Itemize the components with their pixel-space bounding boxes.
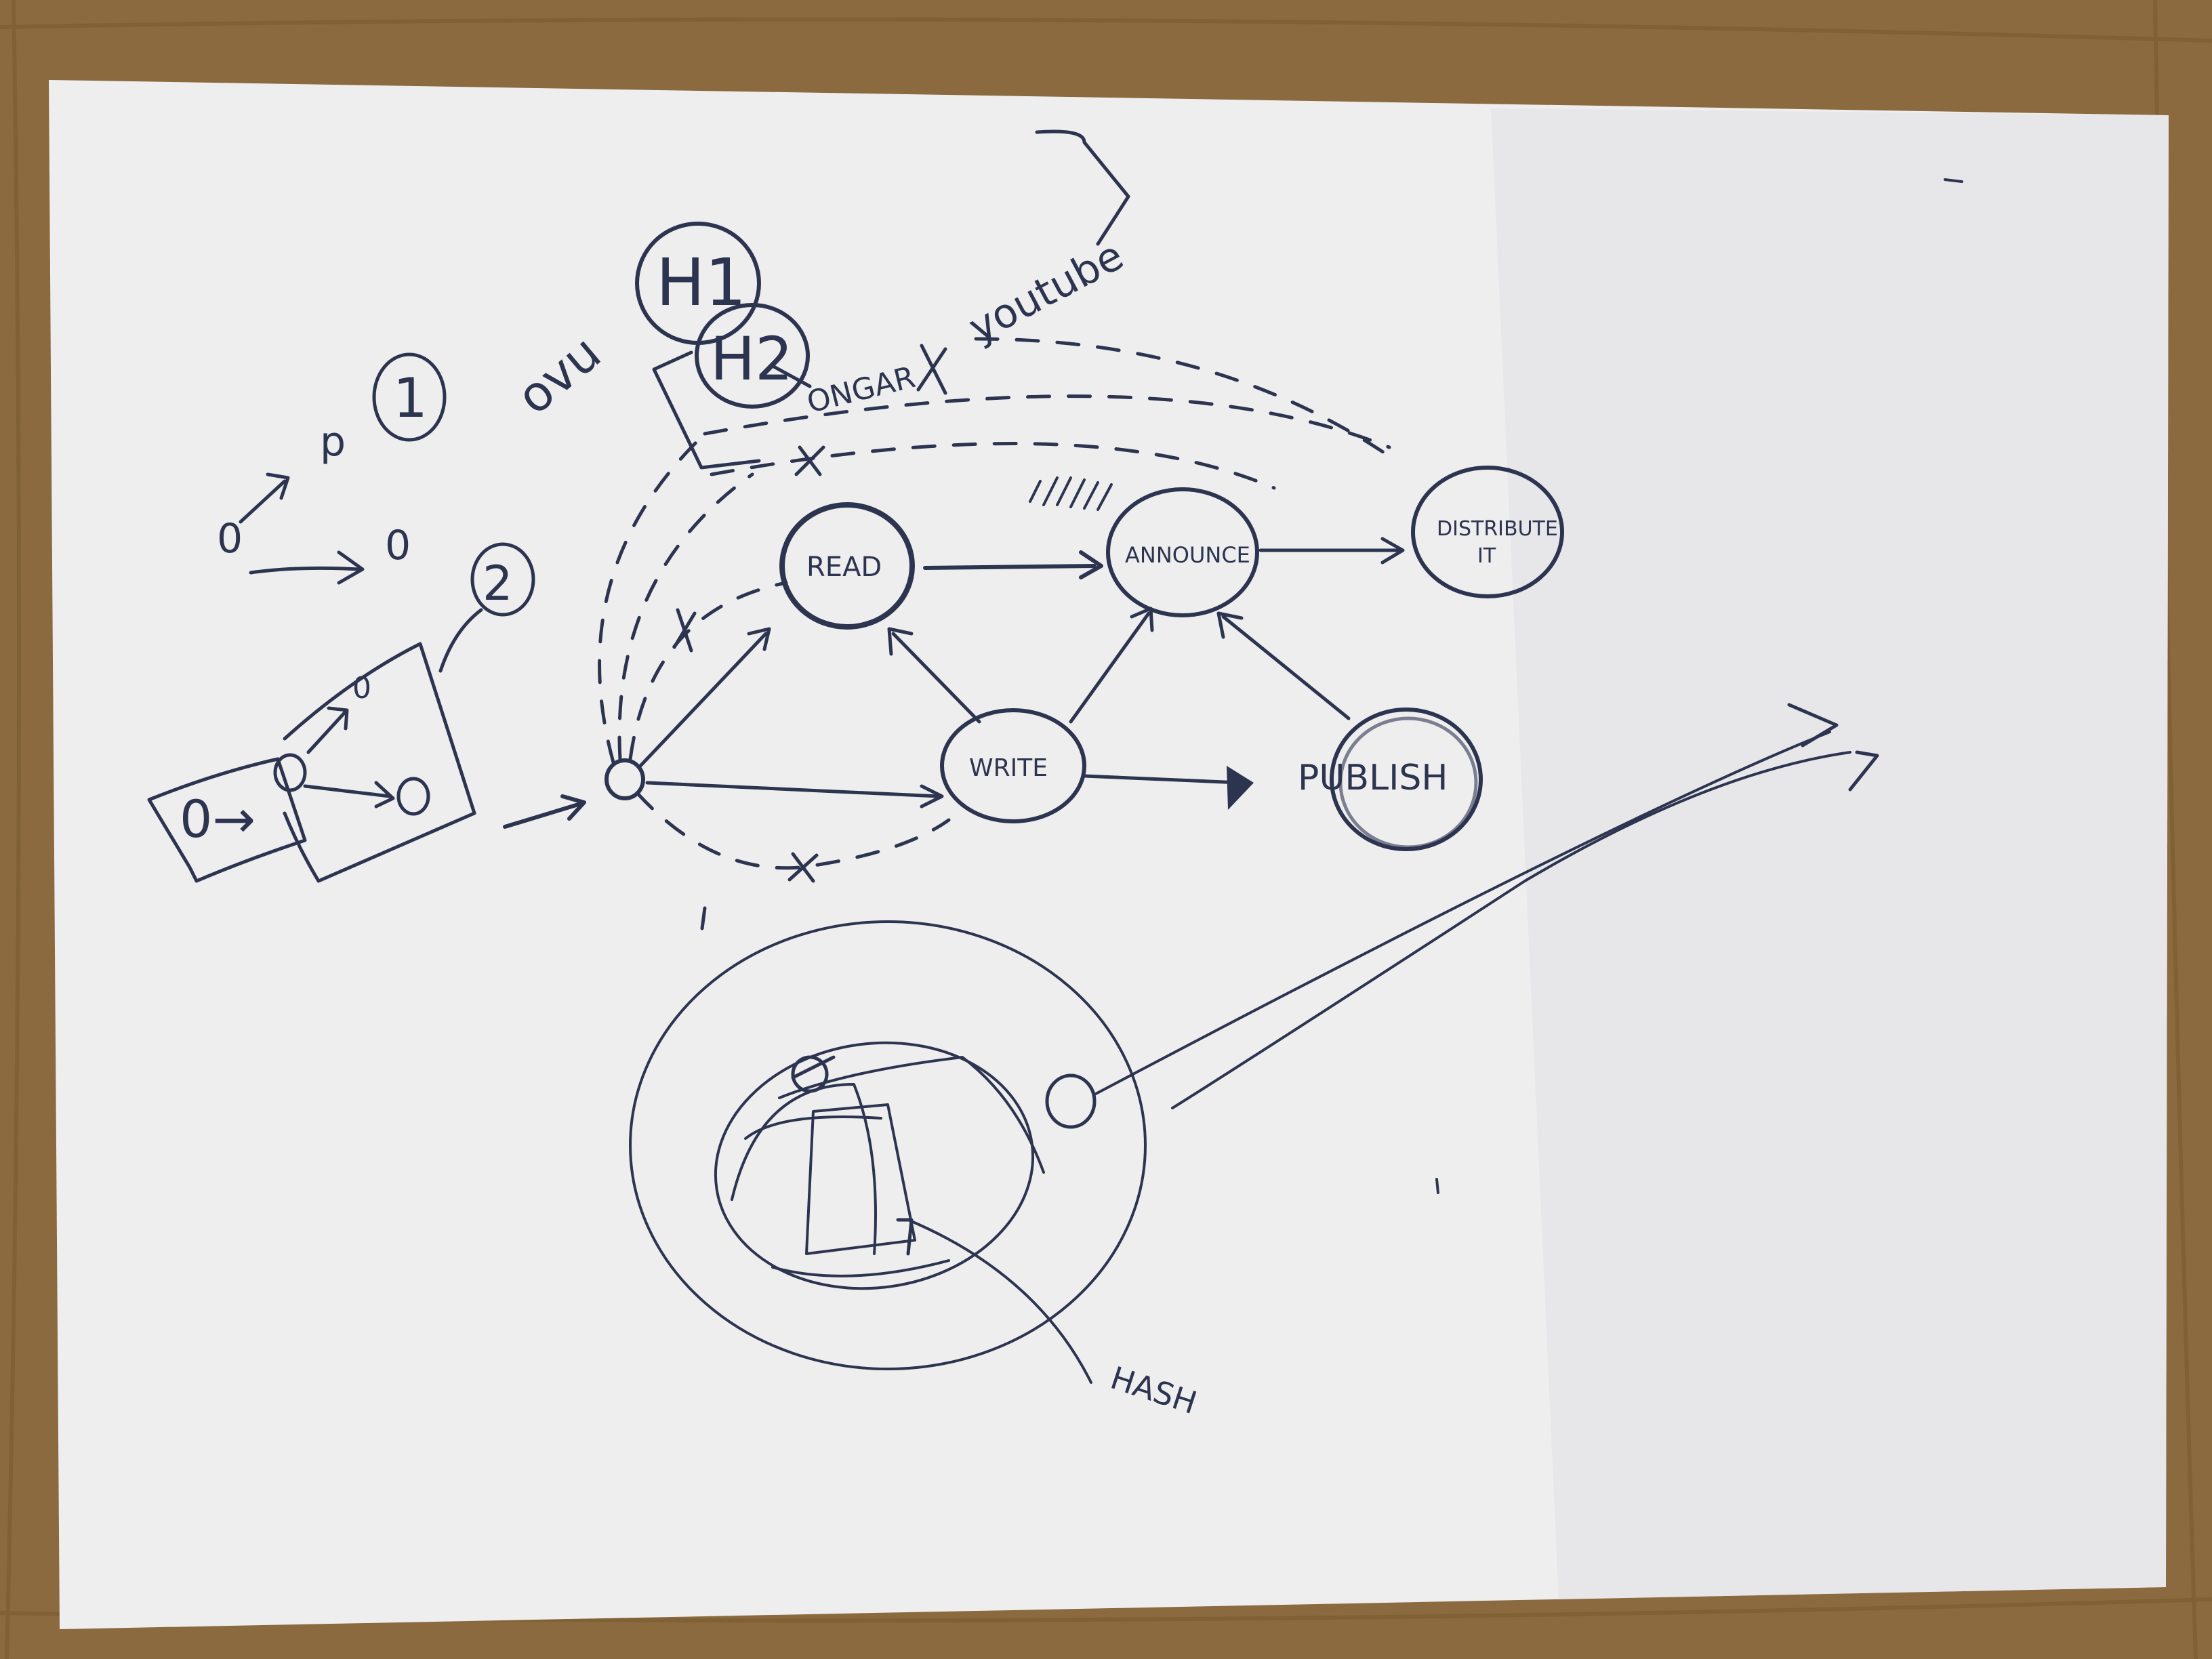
cross-bottom: [787, 852, 819, 883]
node-announce: [1106, 487, 1259, 617]
bracket-left: [652, 350, 761, 470]
box-label: 0→: [180, 789, 255, 849]
node-p: p: [320, 418, 346, 466]
label-h2: H2: [710, 324, 793, 394]
long-curve-a: [1093, 731, 1831, 1096]
lower-o: [396, 777, 430, 816]
label-distribute-1: DISTRIBUTE: [1437, 517, 1558, 541]
arrow-publish-to-announce: [1216, 611, 1351, 720]
node-distribute: [1411, 466, 1564, 598]
circle-two: [470, 542, 535, 617]
arrow-read-to-announce: [923, 550, 1103, 579]
cross-top: [794, 445, 825, 476]
box-outer: [283, 642, 476, 883]
arrow-o-to-o: [249, 550, 365, 585]
arrowhead-top: [1787, 703, 1839, 747]
label-two: 2: [483, 556, 513, 611]
arrowhead-bottom: [1848, 750, 1879, 792]
stray-mark-1: [1944, 178, 1963, 183]
node-read: [779, 502, 915, 630]
scribble-lines: [731, 1056, 1045, 1277]
label-publish: PUBLISH: [1298, 758, 1448, 798]
circle-one: [372, 352, 447, 442]
node-publish: [1330, 708, 1483, 851]
stray-mark-2: [1435, 1178, 1439, 1194]
scribble-hatch: [1029, 476, 1113, 511]
link-to-two: [438, 608, 483, 673]
dash-down: [700, 906, 707, 930]
arrow-to-upper-o: [306, 706, 349, 754]
arrow-to-hub: [503, 794, 586, 829]
long-curve-b: [1171, 751, 1851, 1109]
small-node-right: [1045, 1073, 1097, 1129]
paper-shade: [1491, 108, 2169, 1599]
node-write: [940, 708, 1086, 823]
circle-h2: [695, 303, 810, 409]
label-announce: ANNOUNCE: [1125, 542, 1250, 568]
arrowhead-publish: [1227, 766, 1254, 810]
node-o-top: 0: [217, 515, 243, 562]
box-inner: [147, 757, 307, 883]
arrow-h2-to-online: [771, 364, 812, 388]
box-node: [273, 753, 307, 792]
arrow-hub-to-read: [638, 627, 771, 768]
arrow-hub-to-write: [645, 781, 944, 808]
left-box-cluster: 0→ 0 2: [147, 542, 586, 883]
cross-online: [916, 344, 947, 395]
hub-node: [605, 758, 645, 800]
bracket-right: [1035, 129, 1130, 246]
arrow-to-lower-o: [303, 781, 395, 808]
arrow-write-to-announce: [1069, 607, 1154, 724]
small-graph-1: 0 p 0 1: [217, 352, 447, 585]
label-write: WRITE: [969, 754, 1048, 782]
arrow-write-to-read: [887, 627, 981, 724]
arrow-announce-to-distribute: [1258, 537, 1405, 565]
small-node-top: [791, 1055, 829, 1093]
main-flow: READ ANNOUNCE DISTRIBUTE IT WRITE PUBLIS…: [598, 337, 1564, 883]
label-read: READ: [806, 552, 882, 583]
node-o-right: 0: [385, 522, 411, 569]
label-one: 1: [393, 367, 428, 430]
arrow-o-to-p: [239, 472, 290, 524]
arrow-write-to-publish: [1082, 774, 1242, 785]
label-distribute-2: IT: [1477, 544, 1496, 568]
upper-o: 0: [352, 671, 371, 705]
cross-mid: [672, 608, 697, 653]
outer-circle: [629, 920, 1147, 1370]
hash-leader: [907, 1218, 1092, 1384]
